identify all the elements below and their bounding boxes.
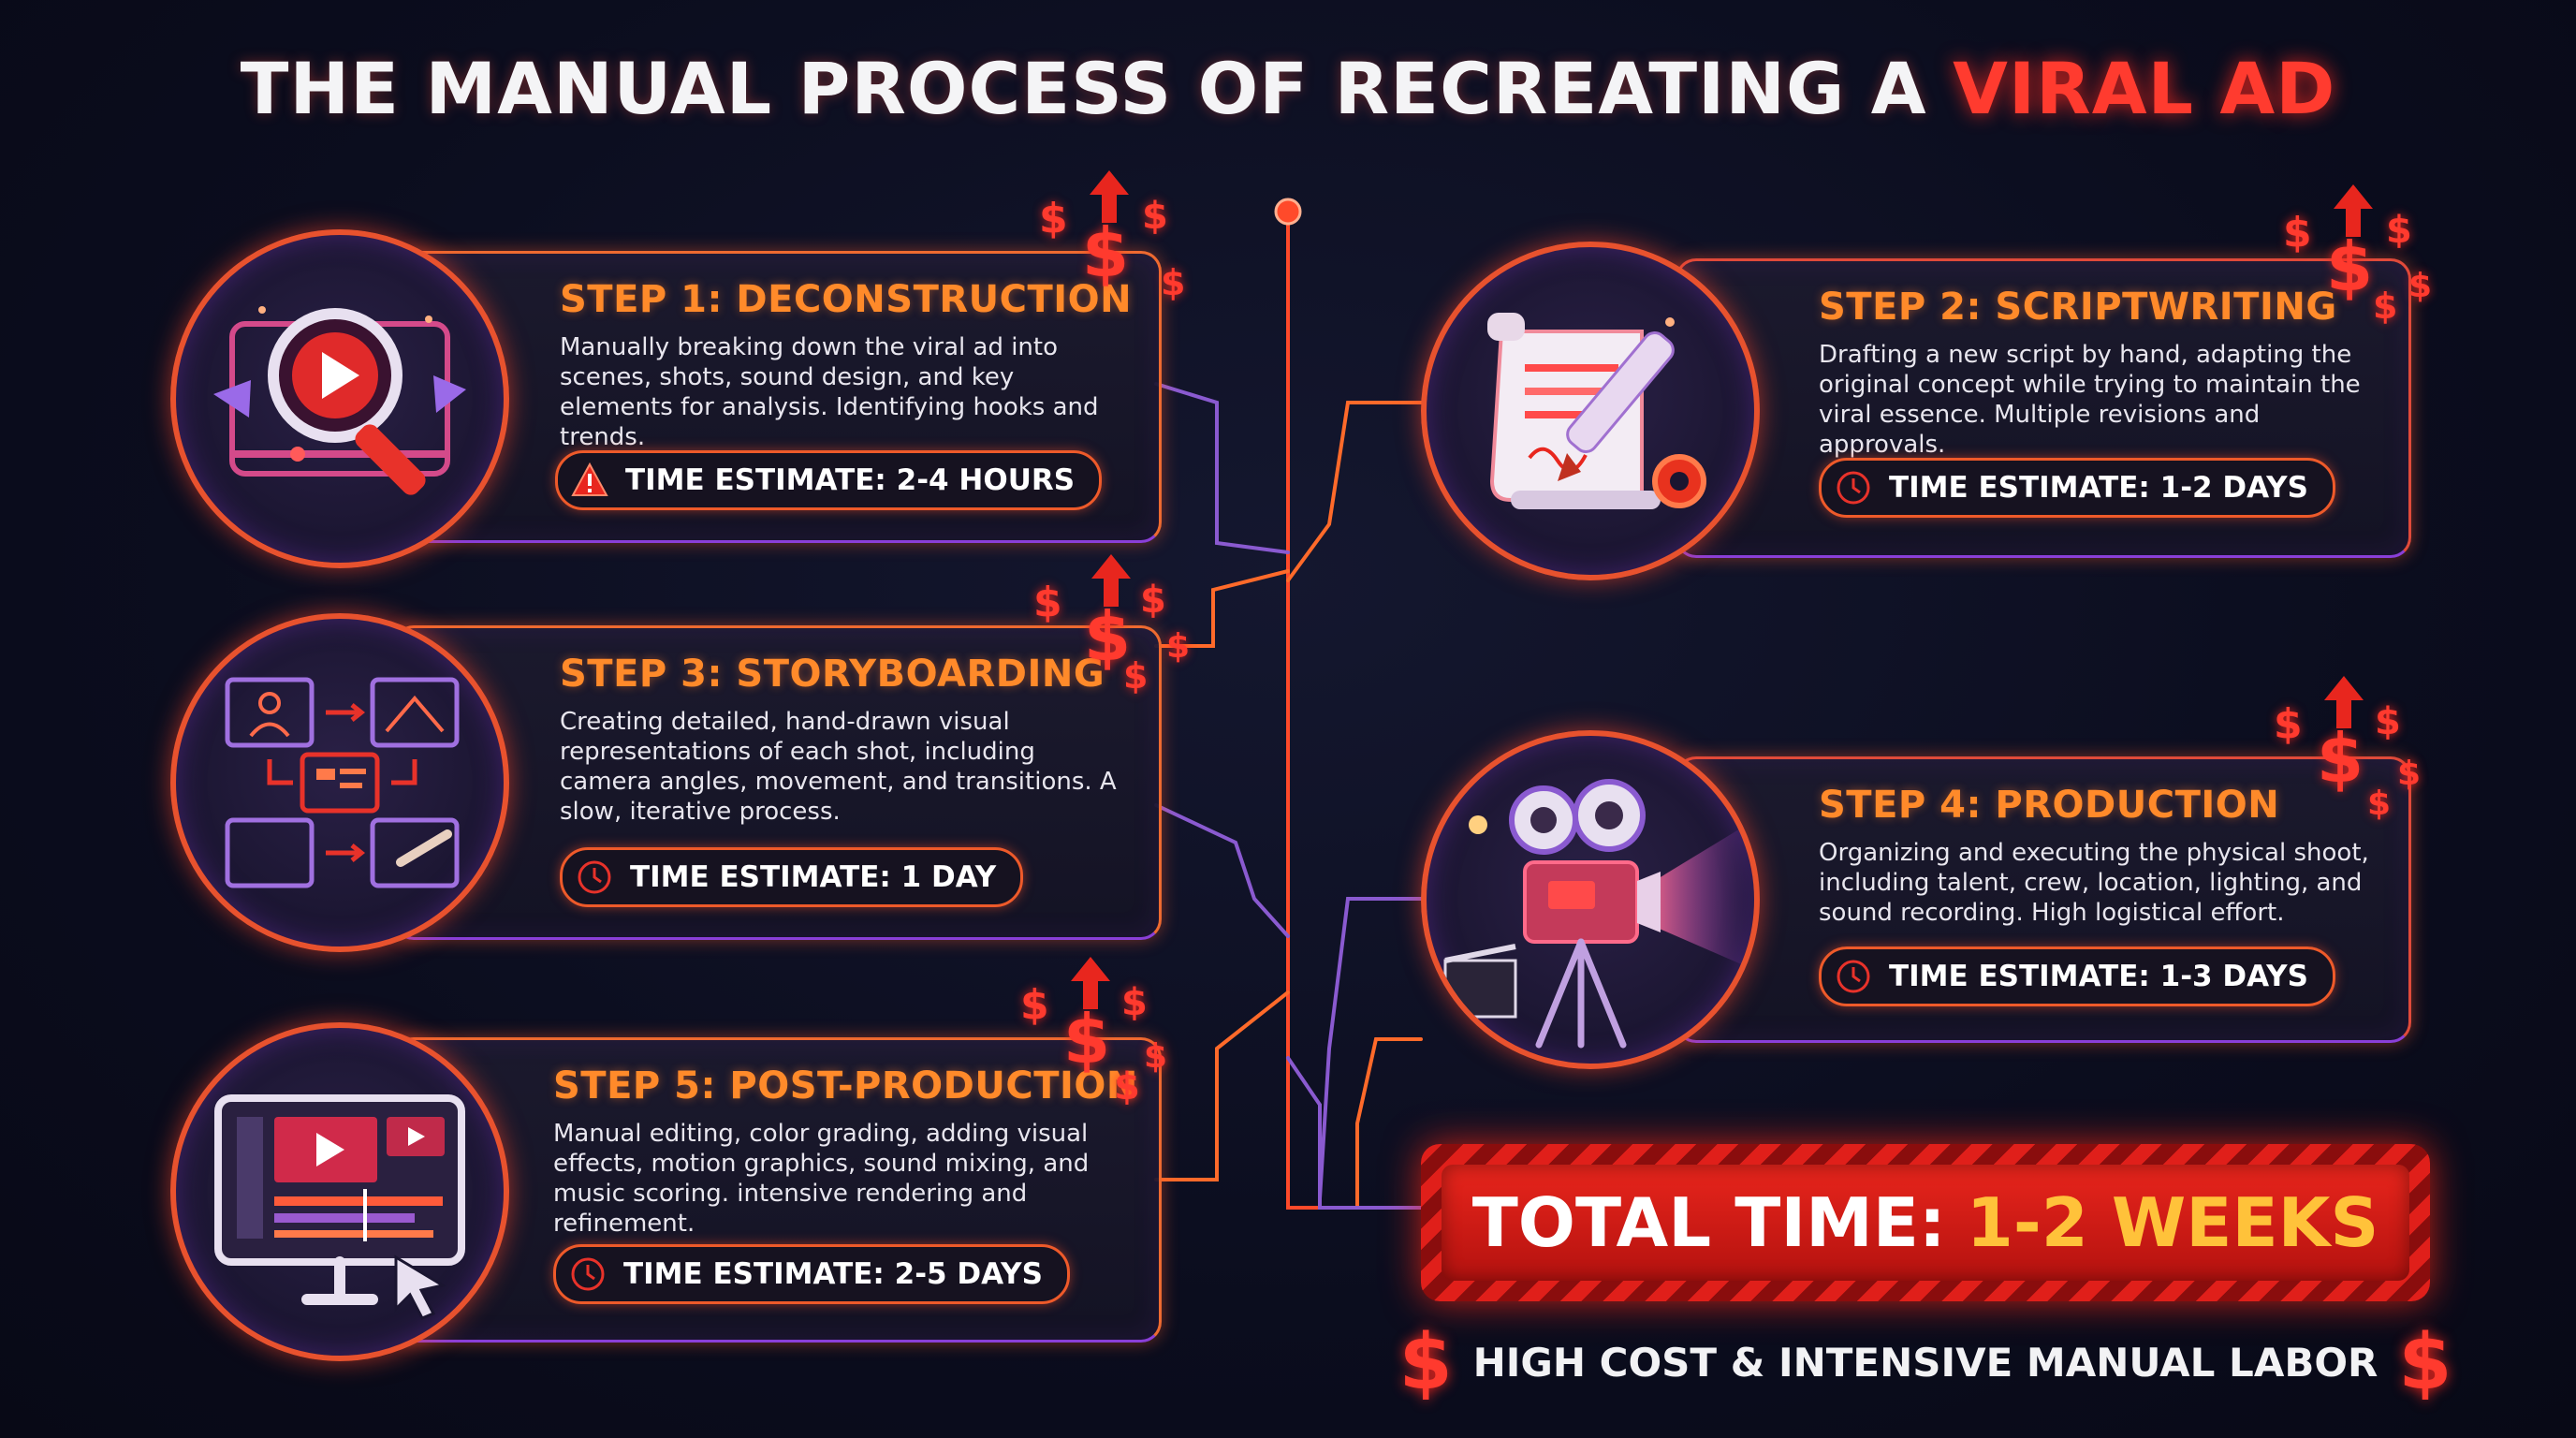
cost-footer: $ HIGH COST & INTENSIVE MANUAL LABOR $	[1399, 1318, 2452, 1407]
wire-extra	[1286, 1056, 1423, 1210]
step-2-cost-indicator: $ $ $ $ $	[2279, 183, 2438, 327]
dollar-icon: $	[1161, 262, 1186, 303]
arrow-up-icon	[2334, 184, 2373, 237]
dollar-icon: $	[1063, 1000, 1111, 1078]
wire-step3	[1154, 569, 1290, 648]
total-time-inner: TOTAL TIME: 1-2 WEEKS	[1442, 1165, 2409, 1281]
dollar-icon: $	[1039, 195, 1068, 242]
clock-icon	[1837, 960, 1870, 993]
storyboard-icon	[225, 677, 460, 888]
wire-step2	[1286, 401, 1423, 582]
step-1-badge	[170, 229, 509, 568]
dollar-icon: $	[1166, 627, 1191, 666]
dollar-icon: $	[1033, 579, 1062, 626]
dollar-icon: $	[2408, 267, 2433, 305]
clock-icon	[578, 860, 611, 894]
step-2-description: Drafting a new script by hand, adapting …	[1819, 341, 2361, 459]
dollar-icon: $	[2375, 700, 2401, 743]
dollar-icon: $	[2367, 785, 2392, 823]
dollar-icon: $	[1114, 1065, 1140, 1108]
total-value: 1-2 WEEKS	[1966, 1183, 2379, 1262]
wire-step4	[1318, 897, 1423, 1200]
dollar-icon: $	[2373, 286, 2398, 327]
step-4-description: Organizing and executing the physical sh…	[1819, 839, 2369, 927]
script-pen-icon	[1487, 313, 1706, 509]
dollar-icon: $	[1020, 981, 1049, 1029]
arrow-up-icon	[1090, 170, 1129, 223]
step-5-time: TIME ESTIMATE: 2-5 DAYS	[623, 1257, 1043, 1291]
step-4-card: STEP 4: PRODUCTION Organizing and execut…	[1676, 756, 2411, 1043]
step-3-time: TIME ESTIMATE: 1 DAY	[630, 860, 997, 894]
step-5-badge	[170, 1022, 509, 1361]
clock-icon	[1837, 471, 1870, 505]
step-1-card: STEP 1: DECONSTRUCTION Manually breaking…	[393, 251, 1162, 543]
step-1-time-pill: TIME ESTIMATE: 2-4 HOURS	[555, 450, 1103, 510]
step-3-title: STEP 3: STORYBOARDING	[560, 653, 1105, 696]
editing-monitor-icon	[214, 1094, 465, 1320]
step-2-title: STEP 2: SCRIPTWRITING	[1819, 286, 2337, 329]
title-accent: VIRAL AD	[1953, 47, 2336, 130]
step-1-description: Manually breaking down the viral ad into…	[560, 333, 1099, 451]
wire-step3b	[1154, 803, 1290, 938]
title-main: THE MANUAL PROCESS OF RECREATING A	[240, 47, 1927, 130]
warning-icon	[571, 462, 608, 496]
step-1-time: TIME ESTIMATE: 2-4 HOURS	[625, 463, 1076, 497]
step-4-time-pill: TIME ESTIMATE: 1-3 DAYS	[1819, 946, 2335, 1006]
dollar-icon: $	[2274, 700, 2303, 748]
page-title: THE MANUAL PROCESS OF RECREATING A VIRAL…	[0, 47, 2576, 130]
total-label: TOTAL TIME:	[1471, 1183, 1946, 1262]
step-2-card: STEP 2: SCRIPTWRITING Drafting a new scr…	[1676, 258, 2411, 558]
step-3-cost-indicator: $ $ $ $ $	[1030, 552, 1191, 697]
dollar-icon: $	[2398, 1317, 2452, 1407]
magnifier-play-icon	[213, 306, 466, 495]
total-time-banner: TOTAL TIME: 1-2 WEEKS	[1421, 1144, 2430, 1301]
clock-icon	[571, 1257, 605, 1291]
step-4-time: TIME ESTIMATE: 1-3 DAYS	[1889, 960, 2308, 993]
dollar-icon: $	[1398, 1317, 1453, 1407]
wire-step4b	[1355, 1037, 1423, 1210]
dollar-icon: $	[2386, 209, 2412, 252]
dollar-icon: $	[1142, 195, 1168, 238]
dollar-icon: $	[2326, 227, 2374, 306]
dollar-icon: $	[1082, 213, 1130, 292]
dollar-icon: $	[1123, 655, 1149, 697]
step-5-title: STEP 5: POST-PRODUCTION	[553, 1064, 1138, 1108]
step-4-badge	[1421, 730, 1760, 1069]
wire-step5	[1154, 990, 1290, 1181]
step-2-time: TIME ESTIMATE: 1-2 DAYS	[1889, 471, 2308, 505]
step-3-badge	[170, 613, 509, 952]
wire-node	[1274, 198, 1302, 226]
step-2-badge	[1421, 242, 1760, 580]
step-5-card: STEP 5: POST-PRODUCTION Manual editing, …	[393, 1037, 1162, 1343]
step-4-cost-indicator: $ $ $ $ $	[2270, 674, 2429, 823]
dollar-icon: $	[1084, 597, 1132, 676]
step-3-description: Creating detailed, hand-drawn visual rep…	[560, 708, 1117, 826]
arrow-up-icon	[2324, 676, 2364, 728]
dollar-icon: $	[2317, 719, 2364, 798]
film-camera-icon	[1443, 779, 1754, 1049]
dollar-icon: $	[1144, 1037, 1168, 1076]
step-2-time-pill: TIME ESTIMATE: 1-2 DAYS	[1819, 458, 2335, 518]
arrow-up-icon	[1071, 957, 1110, 1009]
step-3-time-pill: TIME ESTIMATE: 1 DAY	[560, 847, 1024, 907]
arrow-up-icon	[1091, 554, 1131, 607]
step-5-time-pill: TIME ESTIMATE: 2-5 DAYS	[553, 1244, 1070, 1304]
step-5-description: Manual editing, color grading, adding vi…	[553, 1120, 1090, 1238]
dollar-icon: $	[1140, 579, 1166, 622]
step-4-title: STEP 4: PRODUCTION	[1819, 784, 2280, 827]
footer-text: HIGH COST & INTENSIVE MANUAL LABOR	[1472, 1339, 2378, 1386]
dollar-icon: $	[2283, 209, 2312, 257]
step-3-card: STEP 3: STORYBOARDING Creating detailed,…	[393, 625, 1162, 940]
dollar-icon: $	[2397, 755, 2422, 793]
step-5-cost-indicator: $ $ $ $ $	[1020, 955, 1179, 1108]
step-1-title: STEP 1: DECONSTRUCTION	[560, 278, 1133, 321]
step-1-cost-indicator: $ $ $ $	[1030, 169, 1189, 309]
wire-step1	[1154, 382, 1290, 554]
dollar-icon: $	[1121, 981, 1148, 1024]
wire-main	[1286, 210, 1423, 1210]
